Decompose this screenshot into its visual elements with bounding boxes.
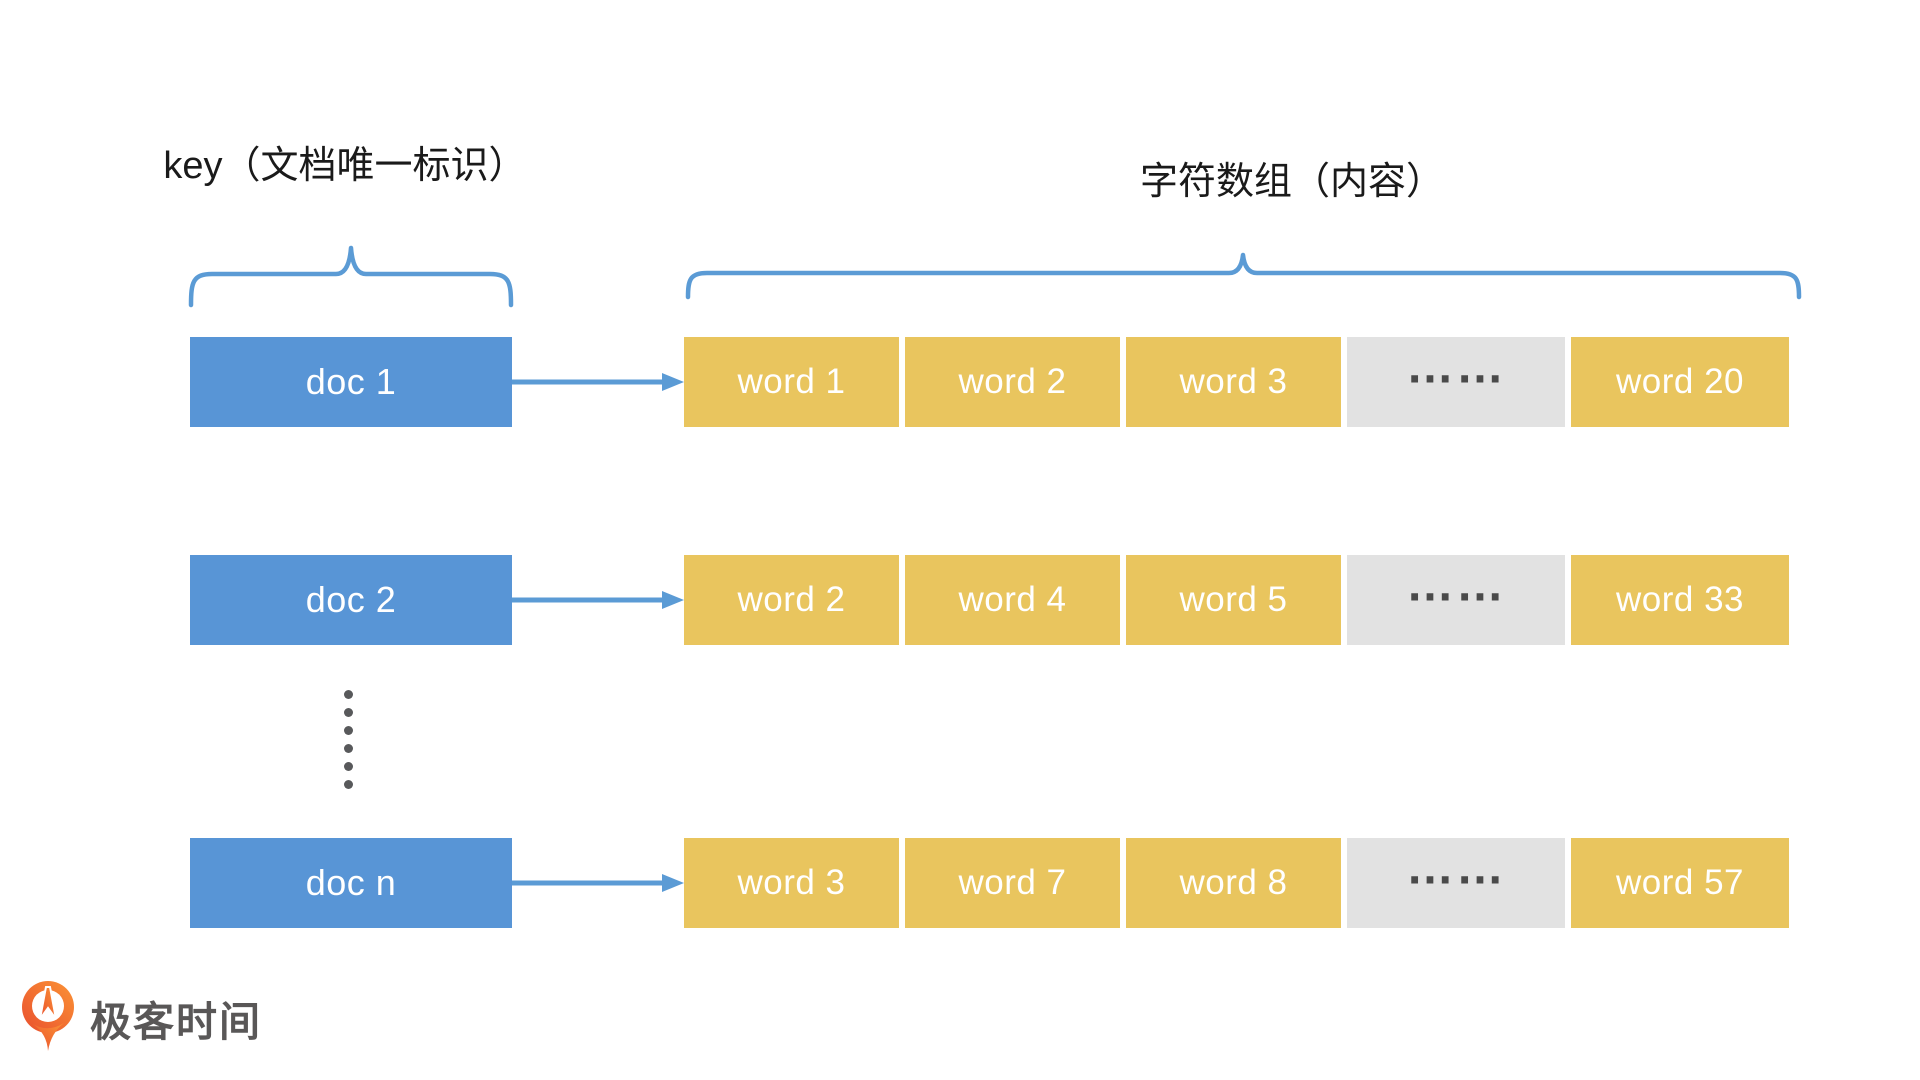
doc-row-1: doc 1 word 1 word 2 word 3 …… word 20	[0, 337, 1920, 427]
word-cell: word 20	[1571, 337, 1789, 427]
ellipsis-dot	[344, 708, 353, 717]
ellipsis-dot	[344, 726, 353, 735]
brace-over-keys	[188, 245, 514, 308]
doc-row-2: doc 2 word 2 word 4 word 5 …… word 33	[0, 555, 1920, 645]
word-cell: word 2	[905, 337, 1120, 427]
word-cell: word 57	[1571, 838, 1789, 928]
word-cell: word 4	[905, 555, 1120, 645]
ellipsis-dot	[344, 780, 353, 789]
doc-row-n: doc n word 3 word 7 word 8 …… word 57	[0, 838, 1920, 928]
word-cell: word 2	[684, 555, 899, 645]
ellipsis-dot	[344, 762, 353, 771]
geektime-logo-text: 极客时间	[90, 999, 262, 1045]
arrow-right-icon	[512, 874, 684, 892]
ellipsis-cell: ……	[1347, 838, 1565, 928]
ellipsis-text: ……	[1406, 558, 1506, 612]
geektime-logo-icon	[22, 981, 74, 1051]
geektime-logo: 极客时间	[20, 980, 262, 1056]
ellipsis-cell: ……	[1347, 555, 1565, 645]
ellipsis-text: ……	[1406, 340, 1506, 394]
ellipsis-dot	[344, 690, 353, 699]
key-label: key（文档唯一标识）	[163, 145, 527, 187]
word-cell: word 33	[1571, 555, 1789, 645]
word-cell: word 7	[905, 838, 1120, 928]
ellipsis-cell: ……	[1347, 337, 1565, 427]
word-cell: word 8	[1126, 838, 1341, 928]
word-cell: word 5	[1126, 555, 1341, 645]
doc-box: doc n	[190, 838, 512, 928]
arrow-right-icon	[512, 591, 684, 609]
doc-box: doc 2	[190, 555, 512, 645]
array-label: 字符数组（内容）	[1139, 161, 1444, 203]
word-cell: word 3	[684, 838, 899, 928]
doc-box: doc 1	[190, 337, 512, 427]
vertical-ellipsis	[344, 690, 353, 789]
brace-over-words	[685, 252, 1802, 300]
arrow-right-icon	[512, 373, 684, 391]
word-cell: word 3	[1126, 337, 1341, 427]
ellipsis-dot	[344, 744, 353, 753]
ellipsis-text: ……	[1406, 841, 1506, 895]
word-cell: word 1	[684, 337, 899, 427]
